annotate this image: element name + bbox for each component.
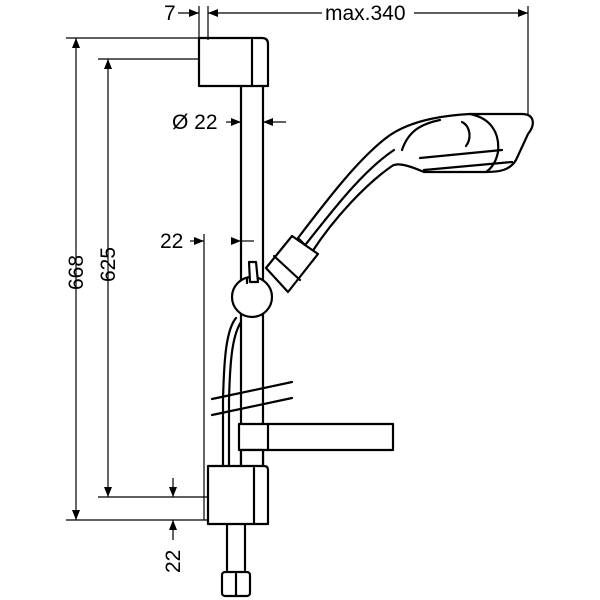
- label-bracket-spacing: 625: [97, 247, 120, 282]
- label-top-left-offset: 7: [164, 2, 176, 25]
- shower-hose: [221, 316, 247, 572]
- dimension-bottom-offset: [169, 478, 177, 540]
- hand-shower: [230, 112, 534, 319]
- wall-bar: [239, 84, 265, 467]
- hose-end-nut: [220, 570, 252, 598]
- break-symbol: [210, 380, 294, 417]
- dimension-hose-offset: [190, 232, 254, 520]
- bottom-wall-bracket: [206, 464, 270, 526]
- label-max-reach: max.340: [325, 2, 406, 25]
- dimension-top: [178, 6, 529, 116]
- label-overall-height: 668: [65, 255, 88, 290]
- top-wall-bracket: [197, 36, 270, 88]
- dimension-bar-diameter: [226, 118, 286, 126]
- dimension-overall-height: [66, 37, 208, 521]
- dimension-bracket-spacing: [98, 58, 208, 498]
- label-bottom-offset: 22: [162, 550, 185, 573]
- label-hose-offset: 22: [160, 230, 183, 253]
- label-bar-diameter: Ø 22: [172, 111, 218, 134]
- soap-dish: [237, 422, 395, 469]
